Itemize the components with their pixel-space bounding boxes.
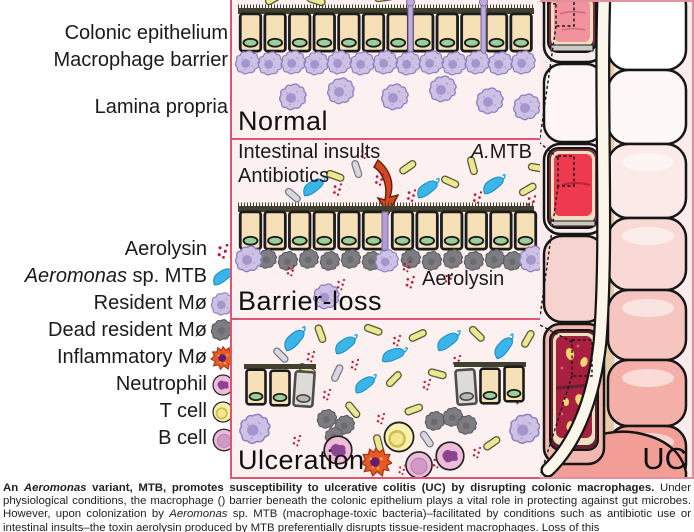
panel-ulceration: Ulceration — [230, 318, 542, 479]
legend-item-inflammatory-mac: Inflammatory Mø — [0, 344, 236, 371]
barrier-loss-panel-art — [234, 148, 540, 310]
brush-border — [238, 202, 534, 212]
legend-item-neutrophil: Neutrophil — [0, 371, 236, 398]
legend-item-b-cell: B cell — [0, 425, 236, 452]
panel-title-barrier-loss: Barrier-loss — [238, 286, 383, 316]
uc-label: UC — [642, 441, 687, 476]
taenia-coli-band — [540, 2, 612, 477]
label-macrophage-barrier: Macrophage barrier — [53, 49, 228, 71]
legend-item-resident-mac: Resident Mø — [0, 290, 236, 317]
zoom-connector-lines — [540, 2, 593, 477]
legend-item-dead-mac: Dead resident Mø — [0, 317, 236, 344]
label-colonic-epithelium: Colonic epithelium — [64, 22, 228, 44]
label-intestinal-insults: Intestinal insults — [238, 141, 381, 163]
epithelium-row — [238, 12, 533, 53]
label-antibiotics: Antibiotics — [238, 165, 330, 187]
panel-normal: Normal — [230, 0, 542, 140]
epithelium-row — [238, 210, 538, 251]
panel-title-ulceration: Ulceration — [238, 445, 365, 475]
cutaway-inflamed-segment — [547, 147, 599, 229]
label-a-mtb: A.MTB — [470, 141, 532, 163]
colon-overview-region: UC — [540, 0, 694, 479]
transepithelial-dendrites — [406, 0, 488, 55]
label-aerolysin-inline: Aerolysin — [400, 268, 504, 291]
legend-item-t-cell: T cell — [0, 398, 236, 425]
panel-title-normal: Normal — [238, 106, 329, 136]
colon-illustration — [540, 2, 692, 477]
macrophage-barrier-row — [234, 50, 536, 76]
normal-panel-art — [234, 0, 540, 121]
panel-stack: Normal — [230, 0, 542, 479]
broken-epithelium-right — [453, 362, 526, 407]
legend-item-aerolysin: Aerolysin — [0, 236, 236, 263]
broken-epithelium-left — [244, 364, 317, 409]
legend-item-aeromonas-mtb: Aeromonas sp. MTB — [0, 263, 236, 290]
panel-barrier-loss: Intestinal insults Antibiotics A.MTB Aer… — [230, 138, 542, 320]
figure-caption: An Aeromonas variant, MTB, promotes susc… — [3, 482, 691, 532]
aerolysin-dots-icon — [400, 270, 420, 290]
ulceration-panel-art — [239, 322, 540, 477]
label-lamina-propria: Lamina propria — [94, 96, 228, 118]
